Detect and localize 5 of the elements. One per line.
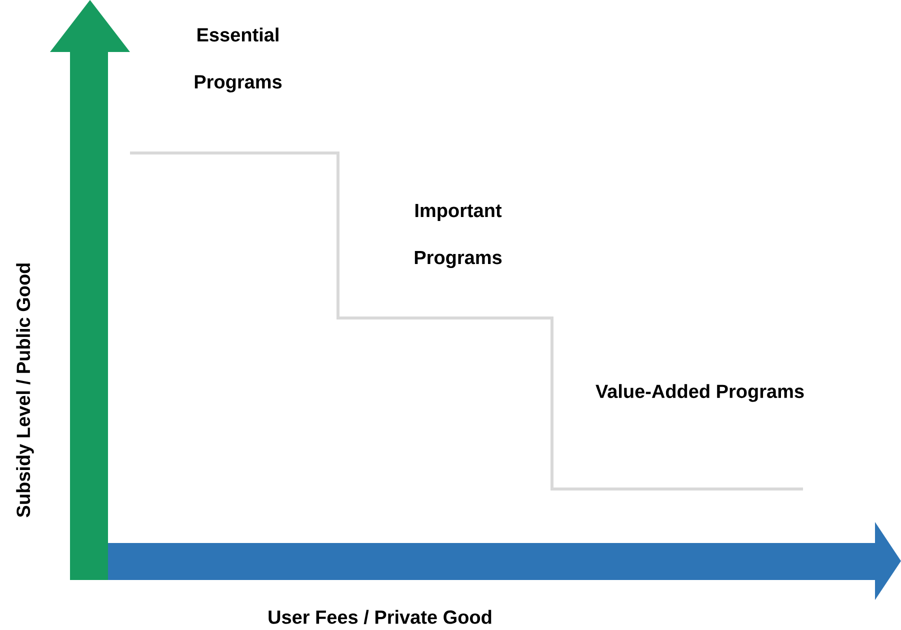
- axis-label: User Fees / Private Good: [268, 610, 492, 624]
- step-label: Value-Added Programs: [596, 384, 804, 402]
- step-label: Essential Programs: [194, 28, 282, 92]
- step-label: Important Programs: [414, 204, 502, 268]
- axis-label: Subsidy Level / Public Good: [16, 264, 34, 518]
